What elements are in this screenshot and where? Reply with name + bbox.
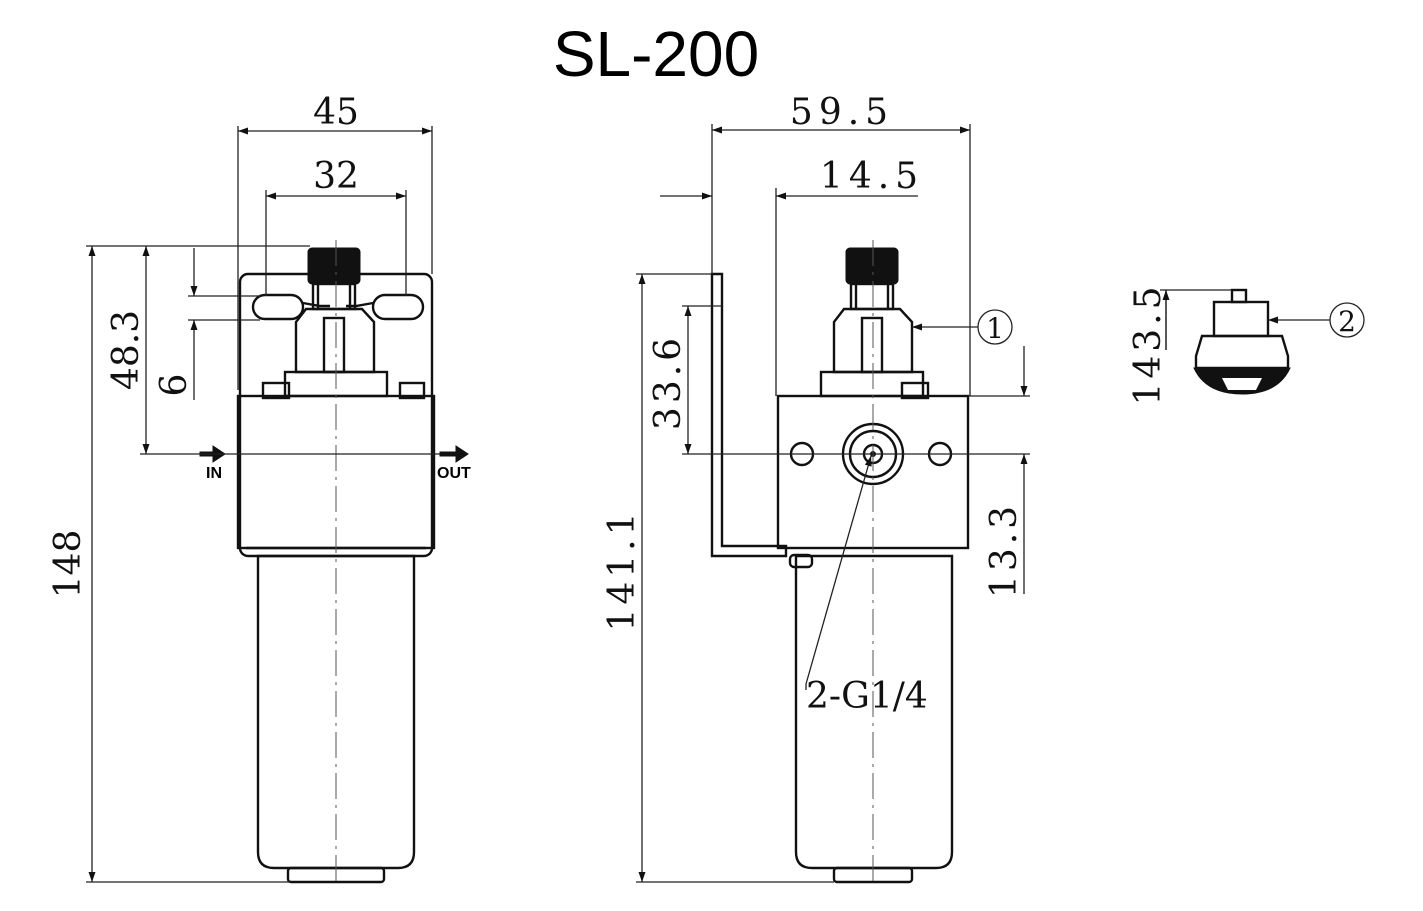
dim-148: [86, 245, 310, 883]
dim-32: [265, 190, 407, 296]
dim-59-5-label: 59.5: [790, 92, 894, 133]
dim-6-label: 6: [154, 374, 195, 397]
port-out-arrow: [439, 445, 469, 463]
dim-141-1-label: 141.1: [602, 508, 643, 631]
port-in-label: IN: [206, 465, 222, 482]
dim-143-5: [1160, 289, 1232, 350]
side-bracket: [710, 272, 788, 558]
dim-14-5-label: 14.5: [820, 156, 924, 197]
callout-2: [1268, 302, 1365, 338]
dim-13-3-label: 13.3: [984, 502, 1025, 598]
side-filter-bowl: [788, 553, 954, 884]
callout-2-label: 2: [1338, 305, 1356, 338]
dim-13-3: [968, 346, 1030, 594]
dim-141-1: [636, 273, 834, 883]
dim-143-5-label: 143.5: [1128, 282, 1169, 405]
port-size-label: 2-G1/4: [806, 676, 928, 717]
dim-33-6-label: 33.6: [648, 334, 689, 430]
leader-g1-4: [805, 455, 872, 690]
front-valve-stem: [261, 247, 426, 400]
side-valve-stem: [819, 247, 930, 400]
detail-view: 143.5 2: [1128, 282, 1365, 406]
dim-148-label: 148: [48, 530, 89, 599]
callout-1: [912, 309, 1013, 345]
dim-45-label: 45: [313, 92, 359, 133]
dim-32-label: 32: [313, 156, 359, 197]
callout-1-label: 1: [986, 312, 1004, 345]
drawing-title: SL-200: [553, 18, 759, 90]
dim-59-5: [711, 124, 971, 396]
dim-6: [188, 248, 260, 400]
detail-part: [1193, 288, 1291, 395]
dim-45: [237, 126, 433, 390]
dim-48-3-label: 48.3: [106, 310, 147, 390]
dim-14-5: [660, 188, 918, 396]
side-view: 1 59.5 14.5 141.1 33.6: [602, 92, 1030, 885]
dim-48-3: [140, 246, 440, 455]
front-view: IN OUT 45 32 148 48.3: [48, 92, 471, 885]
dim-33-6: [682, 305, 1030, 455]
port-out-label: OUT: [437, 465, 471, 482]
